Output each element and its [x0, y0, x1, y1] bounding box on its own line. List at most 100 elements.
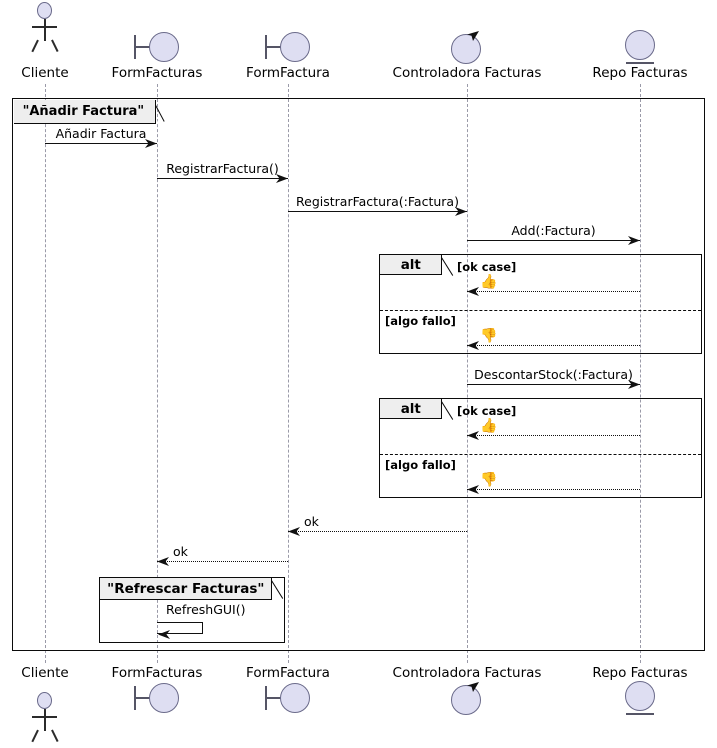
participant-label-bottom-cliente: Cliente [21, 665, 69, 681]
entity-circle [625, 30, 655, 60]
boundary-circle [280, 683, 310, 713]
notch-diagonal [272, 578, 284, 600]
participant-icon-top-repo-facturas [625, 30, 655, 66]
fragment-guard-alt1-1: [algo fallo] [385, 314, 456, 328]
message-arrowhead-m7 [628, 379, 640, 389]
participant-label-bottom-formfactura: FormFactura [246, 665, 330, 681]
fragment-guard-alt2-0: [ok case] [457, 404, 517, 418]
participant-icon-bottom-formfactura [265, 683, 311, 713]
entity-icon [625, 681, 655, 717]
boundary-icon [265, 32, 311, 62]
participant-icon-top-cliente [28, 2, 62, 53]
participant-icon-top-controladora-facturas [451, 30, 483, 64]
fragment-guard-alt1-0: [ok case] [457, 260, 517, 274]
fragment-guard-alt2-1: [algo fallo] [385, 458, 456, 472]
message-arrowhead-m3 [455, 206, 467, 216]
message-line-m11 [157, 561, 288, 562]
boundary-connector [265, 697, 281, 699]
lifeline-cliente [44, 84, 46, 663]
actor-head [37, 2, 52, 19]
fragment-operator-alt2: alt [380, 399, 443, 420]
self-message-arrowhead-refrescar [158, 629, 170, 639]
participant-icon-bottom-formfacturas [134, 683, 180, 713]
control-icon [451, 30, 483, 64]
control-arrow-icon [467, 682, 479, 692]
message-label-m3: RegistrarFactura(:Factura) [296, 194, 459, 209]
message-label-m4: Add(:Factura) [511, 223, 596, 238]
actor-body [44, 19, 46, 41]
participant-label-bottom-formfacturas: FormFacturas [111, 665, 203, 681]
boundary-connector [134, 46, 150, 48]
fragment-refrescar [99, 577, 285, 643]
fragment-operator-notch-refrescar [272, 578, 288, 602]
participant-label-bottom-repo-facturas: Repo Facturas [592, 665, 688, 681]
message-arrowhead-m1 [145, 138, 157, 148]
self-message-label-refrescar: RefreshGUI() [166, 602, 246, 617]
control-circle [451, 685, 481, 715]
boundary-circle [149, 683, 179, 713]
participant-icon-top-formfactura [265, 32, 311, 62]
participant-label-bottom-controladora-facturas: Controladora Facturas [392, 665, 542, 681]
participant-icon-bottom-cliente [28, 692, 62, 743]
message-line-m6 [467, 345, 640, 346]
actor-stick-figure-icon [28, 2, 62, 53]
participant-icon-bottom-repo-facturas [625, 681, 655, 717]
boundary-circle [149, 32, 179, 62]
message-line-m4 [467, 240, 640, 241]
fragment-operator-notch-alt2 [442, 399, 458, 421]
actor-leg-r [51, 39, 59, 53]
participant-icon-bottom-controladora-facturas [451, 681, 483, 715]
message-arrowhead-m4 [628, 235, 640, 245]
actor-arms [32, 716, 57, 718]
message-label-m10: ok [304, 514, 319, 529]
fragment-operator-alt1: alt [380, 255, 443, 276]
message-label-m9: 👎 [480, 472, 498, 488]
actor-leg-r [51, 729, 59, 743]
participant-icon-top-formfacturas [134, 32, 180, 62]
message-arrowhead-m8 [467, 430, 479, 440]
message-arrowhead-m2 [276, 173, 288, 183]
message-line-m10 [288, 531, 467, 532]
notch-diagonal [442, 255, 454, 277]
control-arrow-icon [467, 31, 479, 41]
boundary-icon [134, 683, 180, 713]
fragment-operator-notch-alt1 [442, 255, 458, 277]
boundary-connector [134, 697, 150, 699]
fragment-alt1 [379, 254, 702, 354]
message-arrowhead-m10 [288, 526, 300, 536]
actor-arms [32, 26, 57, 28]
lifeline-formfacturas [156, 84, 158, 663]
notch-diagonal [442, 399, 454, 421]
participant-label-top-controladora-facturas: Controladora Facturas [392, 65, 542, 81]
message-arrowhead-m9 [467, 484, 479, 494]
entity-icon [625, 30, 655, 66]
entity-circle [625, 681, 655, 711]
message-arrowhead-m6 [467, 340, 479, 350]
message-label-m6: 👎 [480, 328, 498, 344]
boundary-icon [265, 683, 311, 713]
lifeline-controladora-facturas [466, 84, 468, 663]
message-label-m5: 👍 [480, 274, 498, 290]
message-line-m9 [467, 489, 640, 490]
notch-diagonal [155, 99, 165, 122]
actor-stick-figure-icon [28, 692, 62, 743]
message-label-m7: DescontarStock(:Factura) [474, 367, 633, 382]
actor-leg-l [31, 729, 39, 743]
message-label-m8: 👍 [480, 418, 498, 434]
boundary-icon [134, 32, 180, 62]
message-label-m1: Añadir Factura [55, 126, 147, 141]
participant-label-top-cliente: Cliente [21, 65, 69, 81]
boundary-connector [265, 46, 281, 48]
actor-head [37, 692, 52, 709]
fragment-alt2 [379, 398, 702, 498]
self-message-loop-refrescar [157, 622, 203, 634]
lifeline-repo-facturas [639, 84, 641, 663]
message-arrowhead-m11 [157, 556, 169, 566]
outer-frame-tab-notch-line [155, 99, 174, 126]
participant-label-top-formfacturas: FormFacturas [111, 65, 203, 81]
control-circle [451, 34, 481, 64]
participant-label-top-repo-facturas: Repo Facturas [592, 65, 688, 81]
outer-frame-tab-notch [155, 99, 169, 124]
participant-label-top-formfactura: FormFactura [246, 65, 330, 81]
